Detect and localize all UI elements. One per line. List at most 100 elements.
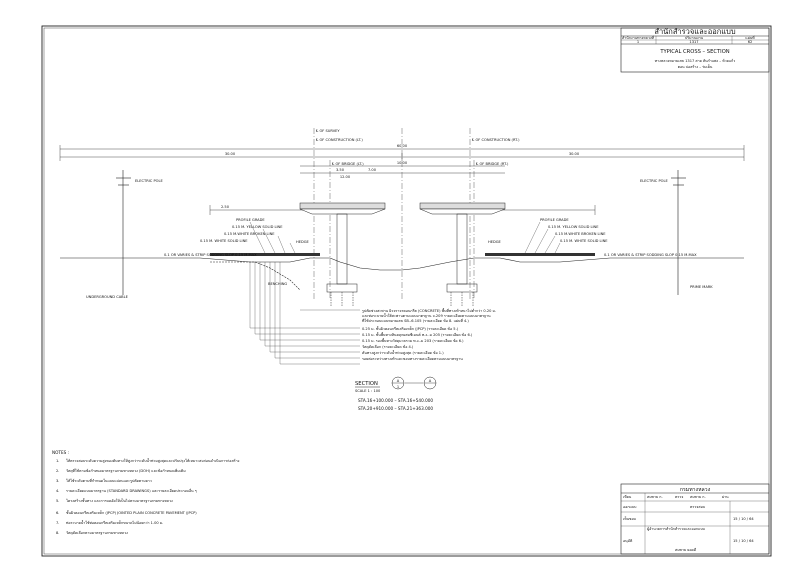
approval-signer: สมชาย ยอดดี [675, 547, 697, 552]
spec-line-1: รูปตัดช่วงสะพาน ผิวจราจรคอนกรีต (CONCRET… [362, 308, 496, 313]
approval-agree-date: 15 / 10 / 64 [733, 517, 754, 521]
label-prime-mark: PRIME MARK [690, 285, 713, 289]
dim-center: 10.00 [397, 161, 408, 165]
note-number-4: 4. [56, 489, 59, 493]
label-hedge-left: HEDGE [296, 240, 310, 244]
approval-director-title: ผู้อำนวยการสำนักสำรวจและออกแบบ [647, 526, 706, 531]
spec-line-4: 0.25 ม. ชั้นผิวคอนกรีตเสริมเหล็ก (JPCP) … [362, 325, 459, 331]
electric-pole-left [116, 170, 131, 295]
approval-passed-label: ผ่าน [722, 495, 729, 499]
note-number-2: 2. [56, 469, 59, 473]
bridge-deck-left [299, 202, 386, 215]
pavement-right [485, 253, 595, 256]
pier-left [326, 213, 358, 306]
label-profile-grade-left: PROFILE GRADE [236, 218, 265, 222]
notes-heading: NOTES : [52, 450, 69, 455]
note-number-6: 6. [56, 511, 59, 515]
approval-agree-label: เห็นชอบ [623, 515, 637, 521]
col-value-quantity: 1317 [689, 40, 698, 44]
station-range-1: STA.16+100.000 – STA.16+540.000 [358, 398, 433, 403]
dim-lane-d: 2.50 [221, 205, 230, 209]
dim-total: 60.00 [397, 144, 408, 148]
note-item-1: ให้ตรวจสอบระดับความสูงของคันทางให้สูงกว่… [66, 458, 240, 464]
spec-line-7: วัสดุคัดเลือก (รายละเอียด ข้อ 4.) [362, 344, 414, 350]
dim-lane-b: 7.00 [368, 168, 377, 172]
section-label: SECTION SCALE 1 : 100 A 1 A STA.16+100.0… [355, 376, 437, 411]
note-item-7: ท่อระบายน้ำใช้ท่อคอนกรีตเสริมเหล็กขนาดไม… [66, 519, 163, 525]
approval-checked-name: สมชาย ก. [690, 495, 706, 499]
note-item-4: รายละเอียดแบบมาตรฐาน (STANDARD DRAWINGS)… [66, 488, 197, 493]
spec-line-6: 0.15 ม. รองพื้นทางวัสดุมวลรวม ท.ง.-ม 203… [362, 338, 464, 344]
label-varies-left: 0.1 OR VARIES & STRIP SODDING SLOP 0.15 … [164, 253, 257, 257]
note-number-8: 8. [56, 531, 59, 535]
outer-border [41, 25, 772, 557]
note-item-2: วัสดุที่ใช้ตามข้อกำหนดมาตรฐานกรมทางหลวง … [66, 468, 186, 474]
project-line-1: ทางหลวงหมายเลข 1317 สาย สันกำแพง – ห้วยแ… [655, 58, 736, 63]
section-title: SECTION [355, 381, 378, 387]
label-white-solid-right: 0.15 M. WHITE SOLID LINE [560, 239, 608, 243]
note-number-5: 5. [56, 499, 59, 503]
dim-lane-a: 3.50 [336, 168, 345, 172]
label-white-solid-left: 0.15 M. WHITE SOLID LINE [200, 239, 248, 243]
label-bridge-lt: ℄ OF BRIDGE (LT.) [332, 162, 364, 166]
approval-approve-date: 15 / 10 / 64 [733, 539, 754, 543]
label-survey: ℄ OF SURVEY [316, 129, 340, 133]
approval-design-label: ออกแบบ [623, 505, 637, 509]
spec-line-9: รอยต่อระหว่างทางเท้าและขอบทางรายละเอียดต… [362, 356, 463, 361]
label-yellow-right: 0.15 M. YELLOW SOLID LINE [548, 225, 599, 229]
note-item-3: ให้ใช้ระดับตามที่กำหนดในแบบแปลนและรูปตัด… [66, 478, 152, 483]
dim-left: 30.00 [225, 152, 236, 156]
label-hedge-right: HEDGE [488, 240, 502, 244]
col-value-office: 1 [637, 40, 639, 44]
note-item-6: ชั้นผิวคอนกรีตเสริมเหล็ก (JPCP) JOINTED … [66, 509, 197, 515]
spec-leaders [249, 262, 360, 365]
label-construction-rt: ℄ OF CONSTRUCTION (RT.) [472, 138, 520, 142]
label-construction-lt: ℄ OF CONSTRUCTION (LT.) [316, 138, 363, 142]
col-label-office: สำนักงานทางหลวงที่ [622, 35, 655, 40]
department-name: กรมทางหลวง [680, 487, 711, 493]
approval-drawn-name: สมชาย ก. [647, 495, 663, 499]
agency-name: สำนักสำรวจและออกแบบ [654, 27, 735, 36]
approval-verify-label: ตรวจสอบ [690, 505, 706, 509]
leaders-right [524, 221, 561, 254]
approval-drawn-label: เขียน [623, 494, 632, 499]
dim-lane-c: 12.00 [340, 175, 351, 179]
electric-pole-right [671, 170, 686, 295]
label-yellow-left: 0.15 M. YELLOW SOLID LINE [232, 225, 283, 229]
leaders-left [249, 221, 296, 254]
label-benching: BENCHING [268, 282, 287, 286]
label-varies-right: 0.1 OR VARIES & STRIP SODDING SLOP 0.15 … [604, 253, 697, 257]
spec-line-8: คันทางสูงกว่าระดับน้ำท่วมสูงสุด (รายละเอ… [362, 350, 444, 356]
note-item-8: วัสดุคัดเลือกตามมาตรฐานกรมทางหลวง [66, 530, 128, 536]
section-mark-b-letter: A [429, 379, 432, 383]
col-value-sheet: 62 [748, 40, 753, 44]
label-broken-right: 0.15 M.WHITE BROKEN LINE [555, 232, 606, 236]
approval-block: กรมทางหลวง เขียน สมชาย ก. ตรวจ สมชาย ก. … [620, 483, 770, 555]
approval-approve-label: อนุมัติ [623, 539, 633, 544]
label-broken-left: 0.15 M.WHITE BROKEN LINE [224, 232, 275, 236]
note-item-5: โครงสร้างชั้นทาง และการบดอัดให้เป็นไปตาม… [66, 497, 173, 503]
spec-line-3: ที่ใช้ประกอบแบบหมายเลข SB.-6.105 (รายละเ… [362, 318, 469, 323]
pier-right [446, 213, 478, 306]
station-range-2: STA.20+910.000 – STA.21+363.000 [358, 406, 433, 411]
project-line-2: ตอน บ่อสร้าง – ร่มเย็น [678, 63, 713, 69]
col-label-quantity: ปริมาณงาน [685, 36, 704, 40]
pavement-left [210, 253, 320, 256]
drawing-title: TYPICAL CROSS – SECTION [659, 49, 729, 55]
dim-right: 30.00 [569, 152, 580, 156]
section-mark-a-sheet: 1 [397, 385, 399, 389]
spec-line-2: และท่อระบายน้ำใต้สะพานตามแบบมาตรฐาน จ.20… [362, 313, 491, 318]
spec-line-5: 0.15 ม. ชั้นพื้นทางหินคลุกผสมซีเมนต์ ท.ง… [362, 332, 473, 338]
notes-block: NOTES : 1. ให้ตรวจสอบระดับความสูงของคันท… [52, 450, 240, 536]
approval-checked-label: ตรวจ [675, 495, 683, 499]
title-block: สำนักสำรวจและออกแบบ สำนักงานทางหลวงที่ ป… [620, 27, 770, 73]
note-number-7: 7. [56, 521, 59, 525]
label-electric-pole-left: ELECTRIC POLE [135, 179, 163, 183]
col-label-sheet: แผ่นที่ [745, 35, 755, 40]
section-mark-a-letter: A [397, 379, 400, 383]
label-electric-pole-right: ELECTRIC POLE [640, 179, 668, 183]
section-scale: SCALE 1 : 100 [355, 389, 381, 393]
note-number-3: 3. [56, 479, 59, 483]
